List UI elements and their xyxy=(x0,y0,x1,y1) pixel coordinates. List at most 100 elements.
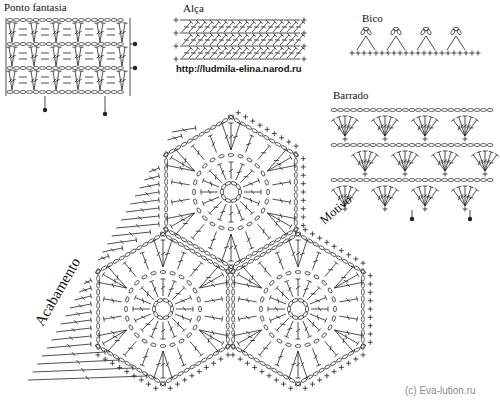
stitch-line xyxy=(343,116,348,117)
stitch-line xyxy=(383,186,388,187)
stitch-line xyxy=(456,116,461,118)
chain-stitch xyxy=(225,181,232,186)
stitch-line xyxy=(272,199,290,202)
stitch-line xyxy=(121,55,125,57)
stitch-line xyxy=(210,201,222,213)
stitch-line xyxy=(296,52,301,53)
stitch-line xyxy=(217,22,226,32)
chain-stitch xyxy=(118,43,124,46)
stitch-line xyxy=(189,46,193,49)
stitch-line xyxy=(190,263,202,277)
stitch-line xyxy=(460,124,463,128)
stitch-line xyxy=(13,70,18,72)
stitch-line xyxy=(86,376,89,380)
stitch-line xyxy=(317,286,321,290)
stitch-line xyxy=(366,161,371,163)
stitch-line xyxy=(7,46,12,48)
chain-stitch xyxy=(210,125,217,131)
stitch-line xyxy=(448,51,449,56)
chain-stitch xyxy=(186,280,192,286)
stitch-line xyxy=(446,161,451,163)
stitch-line xyxy=(140,364,145,366)
chain-stitch xyxy=(344,109,350,112)
chain-stitch xyxy=(269,332,275,338)
chain-stitch xyxy=(361,316,364,322)
stitch-line xyxy=(355,357,356,362)
stitch-line xyxy=(158,206,160,211)
chain-stitch xyxy=(92,91,98,94)
stitch-line xyxy=(166,362,169,366)
stitch-line xyxy=(11,55,15,57)
chain-stitch xyxy=(259,361,266,367)
chain-stitch xyxy=(165,179,168,185)
stitch-line xyxy=(172,288,184,300)
stitch-line xyxy=(231,35,240,45)
stitch-line xyxy=(191,39,196,40)
stitch-line xyxy=(296,240,301,241)
chain-stitch xyxy=(287,148,294,154)
stitch-line xyxy=(224,33,228,36)
stitch-line xyxy=(380,194,383,198)
stitch-line xyxy=(182,35,191,45)
chain-stitch xyxy=(192,135,199,141)
stitch-line xyxy=(201,190,202,195)
stitch-line xyxy=(12,47,15,66)
stitch-line xyxy=(448,162,453,163)
stitch-line xyxy=(196,20,200,23)
stitch-line xyxy=(405,152,411,171)
stitch-line xyxy=(349,116,354,118)
stitch-line xyxy=(179,199,183,202)
stitch-line xyxy=(280,213,282,218)
chain-stitch xyxy=(234,118,241,124)
stitch-line xyxy=(275,364,280,366)
stitch-line xyxy=(217,35,226,45)
stitch-line xyxy=(198,150,199,155)
stitch-line xyxy=(328,269,333,270)
stitch-line xyxy=(180,59,300,60)
stitch-line xyxy=(153,287,156,291)
chain-stitch xyxy=(281,145,288,151)
stitch-line xyxy=(65,312,91,316)
stitch-line xyxy=(298,241,307,267)
chain-stitch xyxy=(312,242,319,248)
stitch-line xyxy=(90,286,92,291)
stitch-line xyxy=(208,190,211,194)
chain-stitch xyxy=(196,170,201,176)
stitch-line xyxy=(117,46,122,48)
stitch-line xyxy=(277,288,289,300)
stitch-line xyxy=(266,48,275,58)
chain-stitch xyxy=(218,154,224,158)
stitch-line xyxy=(181,299,185,302)
stitch-line xyxy=(334,244,335,249)
chain-stitch xyxy=(396,179,402,182)
stitch-line xyxy=(330,346,331,351)
stitch-line xyxy=(268,52,273,53)
stitch-line xyxy=(240,39,245,40)
stitch-line xyxy=(123,70,128,72)
stitch-line xyxy=(75,47,78,66)
stitch-line xyxy=(313,253,319,270)
chain-stitch xyxy=(265,248,272,254)
stitch-line xyxy=(34,71,37,90)
stitch-line xyxy=(29,70,34,72)
stitch-line xyxy=(182,48,191,58)
chain-stitch xyxy=(295,345,301,348)
stitch-line xyxy=(79,22,84,24)
stitch-line xyxy=(246,316,250,319)
chain-stitch xyxy=(455,109,461,112)
stitch-line xyxy=(486,161,491,163)
stitch-line xyxy=(176,150,194,171)
stitch-line xyxy=(117,22,122,24)
stitch-line xyxy=(175,298,191,305)
stitch-line xyxy=(246,231,252,248)
stitch-line xyxy=(229,212,233,215)
stitch-line xyxy=(400,51,401,56)
chain-stitch xyxy=(416,109,422,112)
stitch-line xyxy=(370,281,371,286)
stitch-line xyxy=(471,153,475,156)
stitch-line xyxy=(154,241,163,267)
stitch-line xyxy=(412,210,413,217)
stitch-line xyxy=(289,200,291,205)
stitch-line xyxy=(184,26,189,27)
stitch-line xyxy=(199,354,203,357)
